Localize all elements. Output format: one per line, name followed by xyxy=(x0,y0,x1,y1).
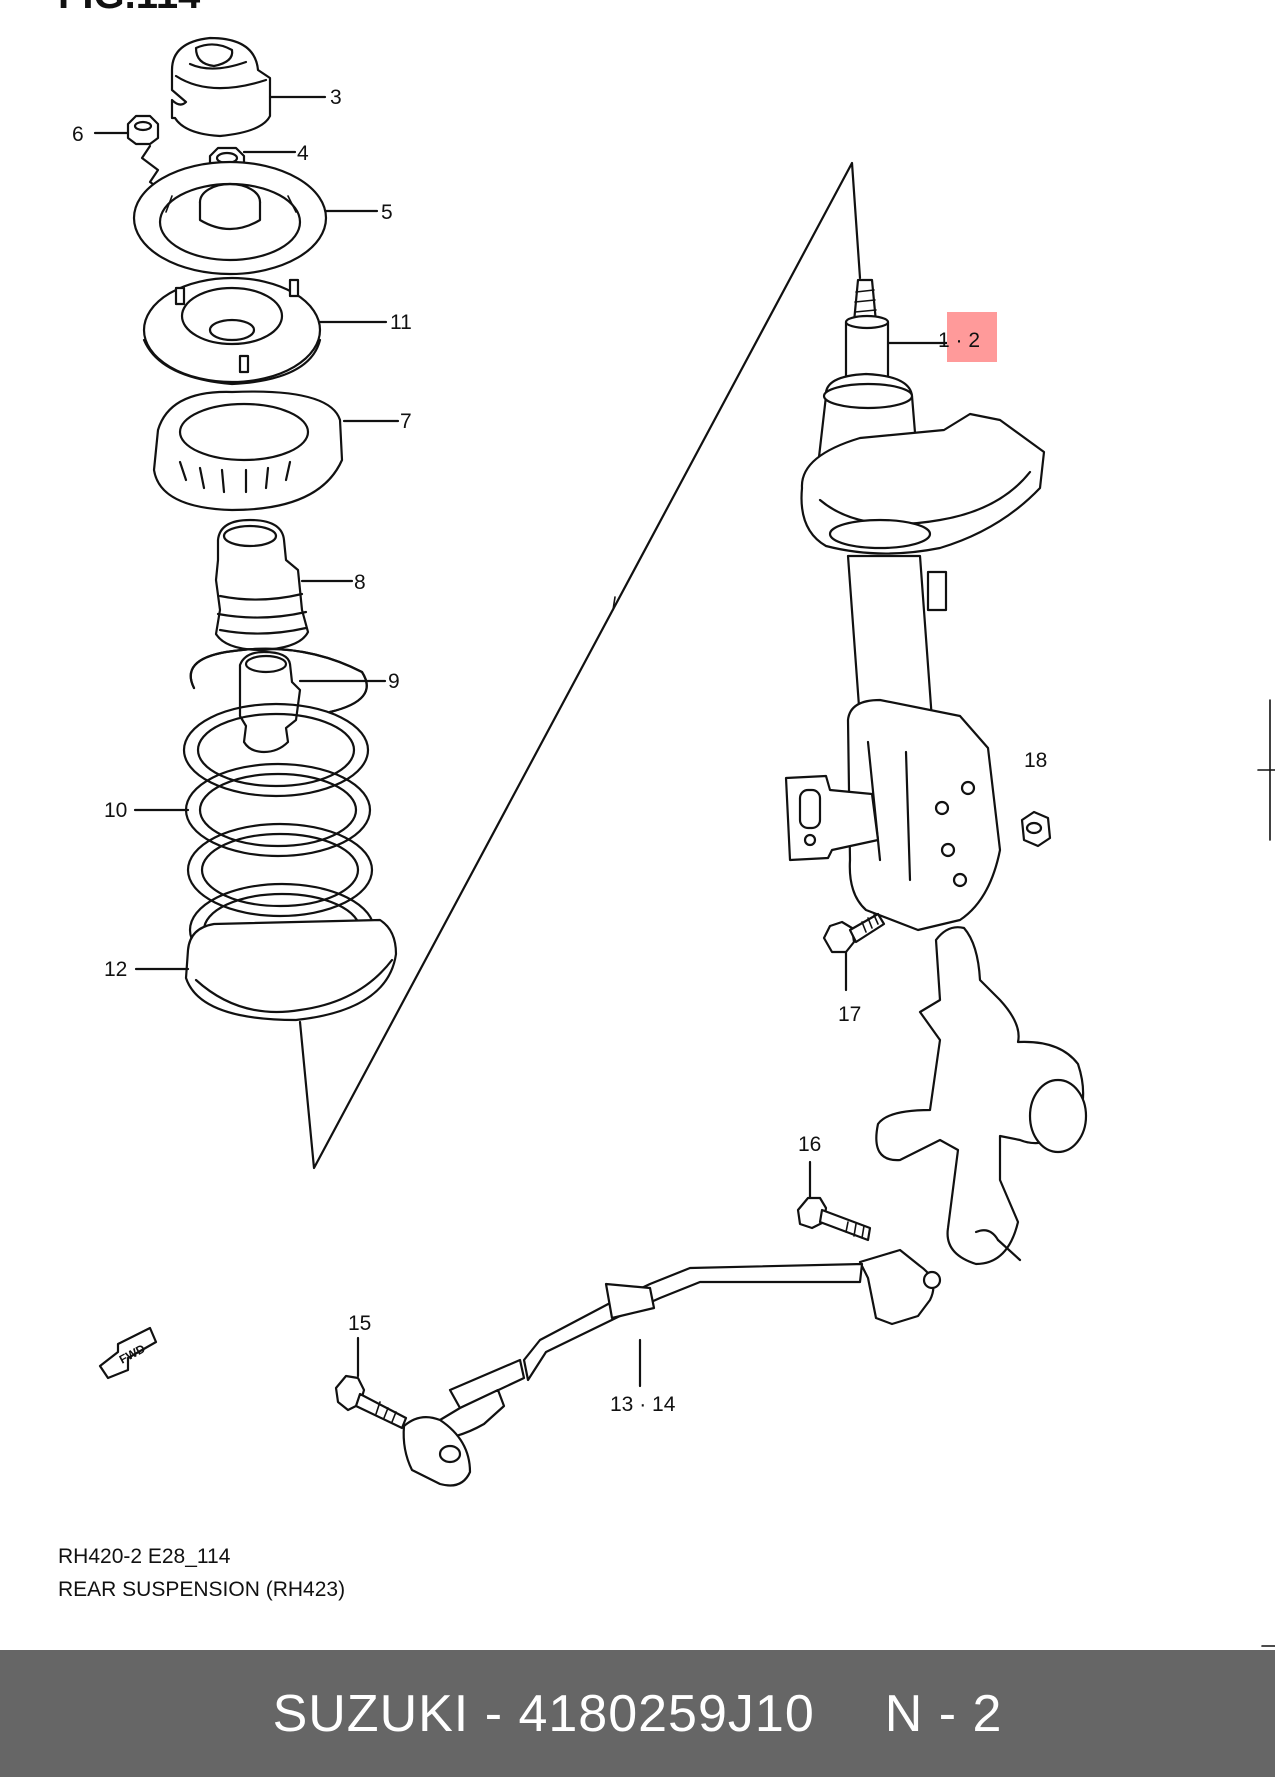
callout-12: 12 xyxy=(104,958,128,981)
footer-bar: SUZUKI - 4180259J10 N - 2 xyxy=(0,1650,1275,1777)
part-8-boot xyxy=(214,518,354,652)
callout-3: 3 xyxy=(330,86,342,109)
part-3-mount-cap xyxy=(170,36,327,138)
part-1-2-strut-assembly xyxy=(784,278,1046,932)
callout-4: 4 xyxy=(297,142,309,165)
caption-title: REAR SUSPENSION (RH423) xyxy=(58,1578,346,1601)
callout-7: 7 xyxy=(400,410,412,433)
caption-code: RH420-2 E28_114 xyxy=(58,1545,231,1568)
callout-18: 18 xyxy=(1024,749,1048,772)
figure-header: FIG.114 xyxy=(58,0,201,17)
callout-9: 9 xyxy=(388,670,400,693)
part-7-spring-seat xyxy=(152,390,400,512)
part-13-14-lateral-rod xyxy=(402,1248,942,1487)
callout-11: 11 xyxy=(390,311,412,334)
callout-16: 16 xyxy=(798,1133,822,1156)
part-17-bolt xyxy=(822,912,886,992)
part-11-bearing-plate xyxy=(142,276,388,386)
fwd-arrow-icon: FWD xyxy=(98,1326,158,1380)
callout-10: 10 xyxy=(104,799,128,822)
callout-13-14: 13 · 14 xyxy=(610,1393,676,1416)
parts-diagram: FIG.114 xyxy=(58,0,1275,1647)
exploded-view-drawing: FIG.114 xyxy=(58,0,1275,1647)
part-15-bolt xyxy=(334,1336,408,1430)
footer-part-number: SUZUKI - 4180259J10 xyxy=(272,1684,815,1743)
part-9-bumper xyxy=(238,650,387,754)
part-16-bolt xyxy=(796,1160,872,1242)
part-12-lower-seat xyxy=(134,918,398,1022)
callout-5: 5 xyxy=(381,201,393,224)
knuckle xyxy=(875,926,1088,1266)
part-18-nut xyxy=(1020,810,1052,848)
callout-1-2[interactable]: 1 · 2 xyxy=(938,329,981,352)
callout-15: 15 xyxy=(348,1312,372,1335)
callout-17: 17 xyxy=(838,1003,862,1026)
callout-8: 8 xyxy=(354,571,366,594)
callout-6: 6 xyxy=(72,123,84,146)
footer-page: N - 2 xyxy=(884,1684,1003,1743)
highlight-box xyxy=(947,312,997,362)
part-5-mount-plate xyxy=(132,160,379,276)
